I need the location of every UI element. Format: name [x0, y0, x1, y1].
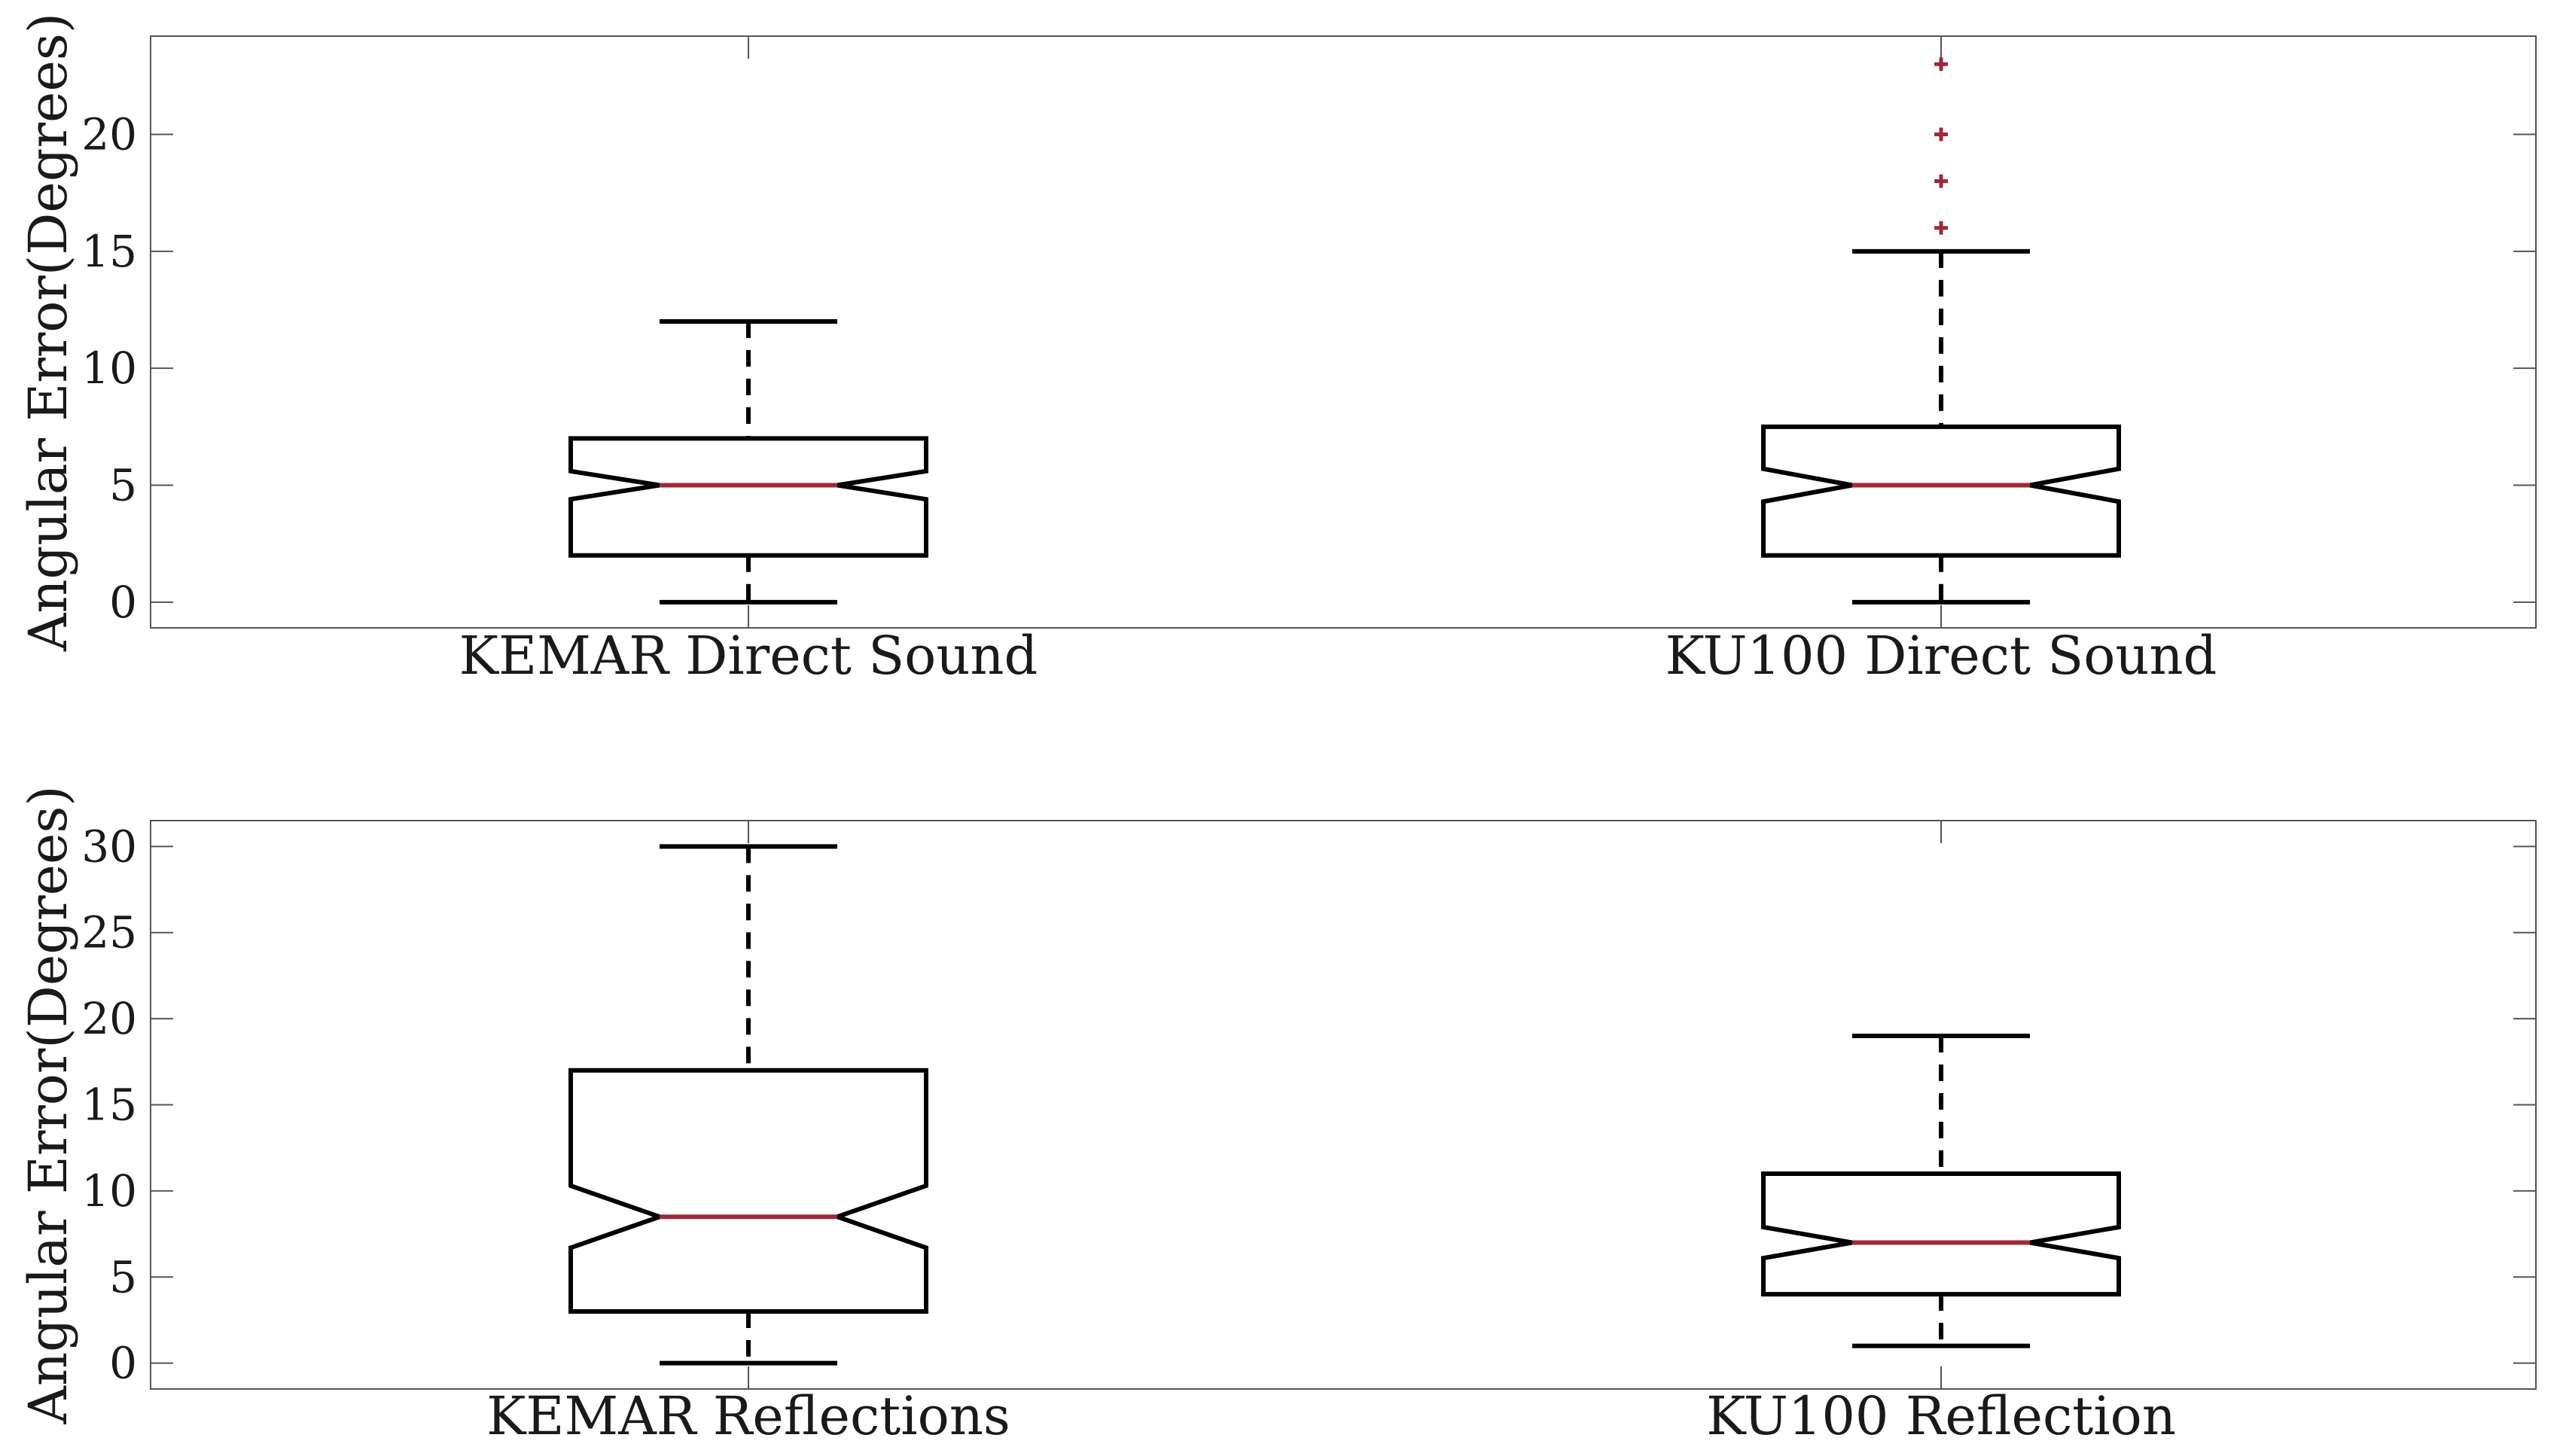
category-label: KU100 Direct Sound [1666, 625, 2217, 687]
axes-frame [150, 35, 2537, 629]
notched-box [568, 436, 928, 558]
outlier-point [1934, 174, 1948, 188]
y-tick-label: 15 [81, 1080, 137, 1131]
outlier-point [1934, 127, 1948, 142]
y-tick-label: 20 [81, 108, 137, 160]
y-tick-label: 10 [81, 343, 137, 394]
box-ku100-direct-sound: KU100 Direct Sound [1666, 57, 2217, 687]
y-tick-label: 0 [109, 1338, 137, 1389]
box-ku100-reflection: KU100 Reflection [1706, 1033, 2176, 1447]
y-tick-label: 15 [81, 226, 137, 277]
y-tick-label: 5 [109, 1251, 137, 1302]
y-axis-label: Angular Error(Degrees) [17, 785, 79, 1424]
notched-box [568, 1068, 928, 1314]
outlier-point [1934, 221, 1948, 235]
y-tick-label: 25 [81, 907, 137, 958]
notched-box [1761, 1171, 2121, 1297]
y-tick-label: 10 [81, 1165, 137, 1217]
y-tick-label: 0 [109, 577, 137, 628]
category-label: KEMAR Direct Sound [459, 625, 1038, 687]
axes-frame [150, 820, 2537, 1390]
y-tick-label: 20 [81, 993, 137, 1044]
box-kemar-reflections: KEMAR Reflections [486, 844, 1010, 1447]
category-label: KEMAR Reflections [486, 1385, 1010, 1447]
outlier-point [1934, 57, 1948, 72]
y-tick-label: 5 [109, 459, 137, 510]
category-label: KU100 Reflection [1706, 1385, 2176, 1447]
y-tick-label: 30 [81, 821, 137, 872]
box-kemar-direct-sound: KEMAR Direct Sound [459, 319, 1038, 687]
notched-box [1761, 424, 2121, 558]
y-axis-label: Angular Error(Degrees) [17, 13, 79, 652]
